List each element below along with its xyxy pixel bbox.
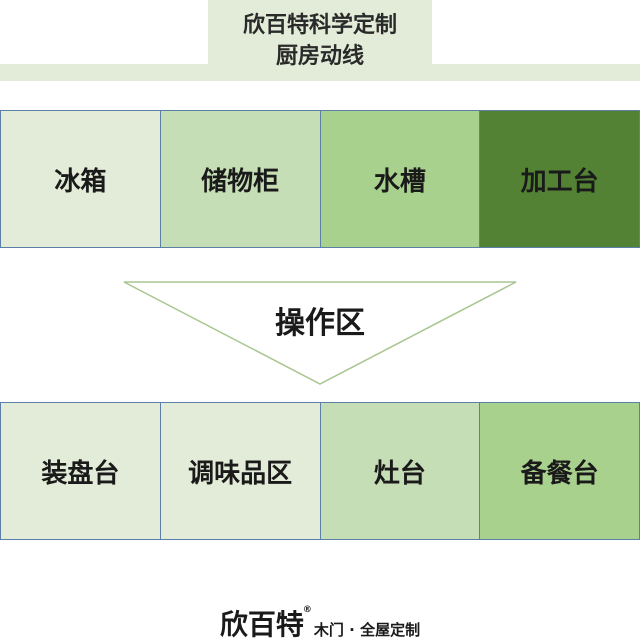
registered-mark: ® — [302, 605, 312, 615]
cell-stove: 灶台 — [320, 402, 481, 540]
title-box: 欣百特科学定制 厨房动线 — [208, 0, 432, 81]
title-line-2: 厨房动线 — [275, 43, 364, 69]
operation-zone-triangle — [123, 281, 517, 385]
triangle-shape — [123, 281, 517, 385]
title-line-1: 欣百特科学定制 — [242, 12, 397, 38]
footer-logo: 欣百特 ® 木门 · 全屋定制 — [0, 603, 640, 643]
top-row: 冰箱 储物柜 水槽 加工台 — [0, 110, 640, 248]
operation-zone-label: 操作区 — [275, 306, 365, 341]
cell-seasoning-area: 调味品区 — [160, 402, 321, 540]
brand-text: 欣百特 — [219, 608, 304, 641]
cell-serving-counter: 备餐台 — [480, 402, 640, 540]
cell-storage-cabinet: 储物柜 — [160, 110, 321, 248]
cell-fridge: 冰箱 — [0, 110, 161, 248]
cell-sink: 水槽 — [320, 110, 481, 248]
bottom-row: 装盘台 调味品区 灶台 备餐台 — [0, 402, 640, 540]
brand-name: 欣百特 ® — [219, 603, 312, 643]
cell-plating-counter: 装盘台 — [0, 402, 161, 540]
brand-tagline: 木门 · 全屋定制 — [313, 621, 421, 639]
cell-prep-counter: 加工台 — [480, 110, 640, 248]
